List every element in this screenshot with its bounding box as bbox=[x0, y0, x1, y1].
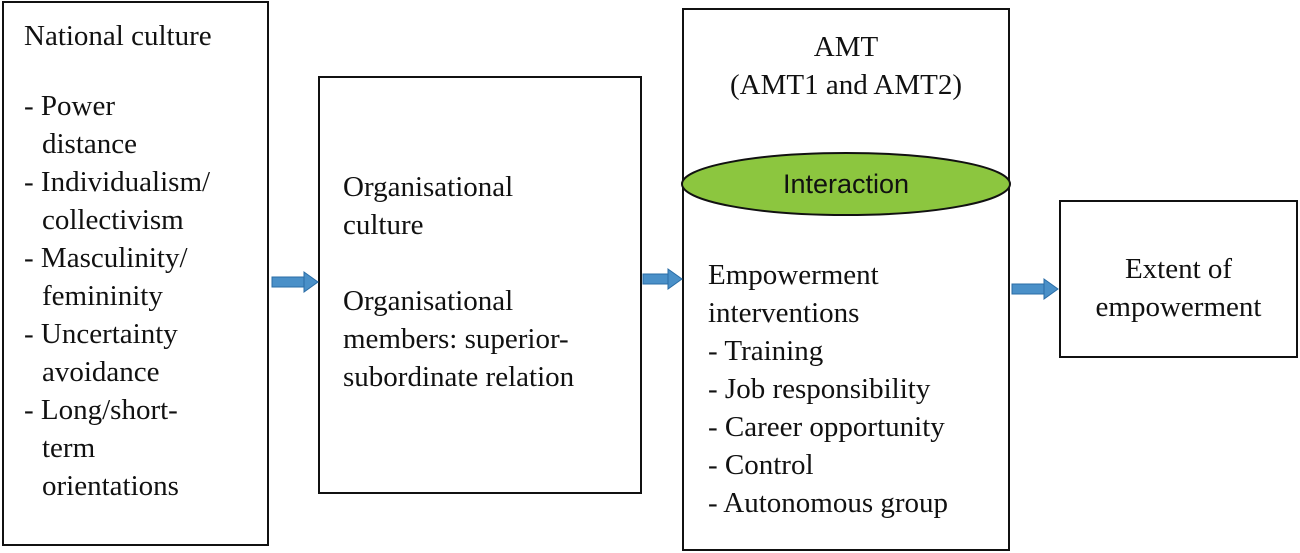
list-item: term bbox=[42, 432, 96, 464]
extent-of-empowerment-box bbox=[1059, 200, 1298, 358]
list-item: avoidance bbox=[42, 356, 160, 388]
national-culture-title: National culture bbox=[24, 20, 212, 52]
arrow-amt-to-extent bbox=[1011, 278, 1059, 300]
amt-box bbox=[682, 8, 1010, 551]
list-item: - Control bbox=[708, 449, 814, 481]
text-line: AMT bbox=[813, 31, 879, 63]
list-item: - Power bbox=[24, 90, 116, 122]
text-line: Organisational bbox=[343, 171, 514, 203]
list-item: distance bbox=[42, 128, 138, 160]
list-item: femininity bbox=[42, 280, 163, 312]
arrow-organisational-to-amt bbox=[642, 268, 683, 290]
amt-title: AMT (AMT1 and AMT2) bbox=[682, 28, 1010, 104]
list-item: - Training bbox=[708, 335, 824, 367]
list-item: - Job responsibility bbox=[708, 373, 931, 405]
national-culture-box bbox=[2, 1, 269, 546]
text-line: members: superior- bbox=[343, 323, 569, 355]
extent-of-empowerment-text: Extent of empowerment bbox=[1059, 250, 1298, 326]
empowerment-interventions-list: Empowerment interventions - Training - J… bbox=[708, 256, 948, 522]
list-item: - Autonomous group bbox=[708, 487, 949, 519]
interaction-label: Interaction bbox=[782, 169, 910, 199]
list-item: collectivism bbox=[42, 204, 184, 236]
text-line: culture bbox=[343, 209, 424, 241]
list-item: interventions bbox=[708, 297, 860, 329]
list-item: - Career opportunity bbox=[708, 411, 945, 443]
organisational-culture-box bbox=[318, 76, 642, 494]
list-item: - Uncertainty bbox=[24, 318, 178, 350]
list-item: - Long/short- bbox=[24, 394, 178, 426]
text-line: Organisational bbox=[343, 285, 514, 317]
list-item: orientations bbox=[42, 470, 179, 502]
text-line: Extent of bbox=[1124, 253, 1233, 285]
arrow-national-to-organisational bbox=[271, 271, 319, 293]
interaction-ellipse bbox=[681, 152, 1011, 216]
organisational-culture-text: Organisational culture bbox=[343, 168, 513, 244]
list-item: - Masculinity/ bbox=[24, 242, 188, 274]
text-line: subordinate relation bbox=[343, 361, 575, 393]
text-line: (AMT1 and AMT2) bbox=[730, 69, 962, 101]
national-culture-dimensions-list: - Power distance - Individualism/ collec… bbox=[24, 87, 210, 505]
text-line: empowerment bbox=[1095, 291, 1262, 323]
organisational-members-text: Organisational members: superior- subord… bbox=[343, 282, 574, 396]
list-item: Empowerment bbox=[708, 259, 879, 291]
list-item: - Individualism/ bbox=[24, 166, 211, 198]
